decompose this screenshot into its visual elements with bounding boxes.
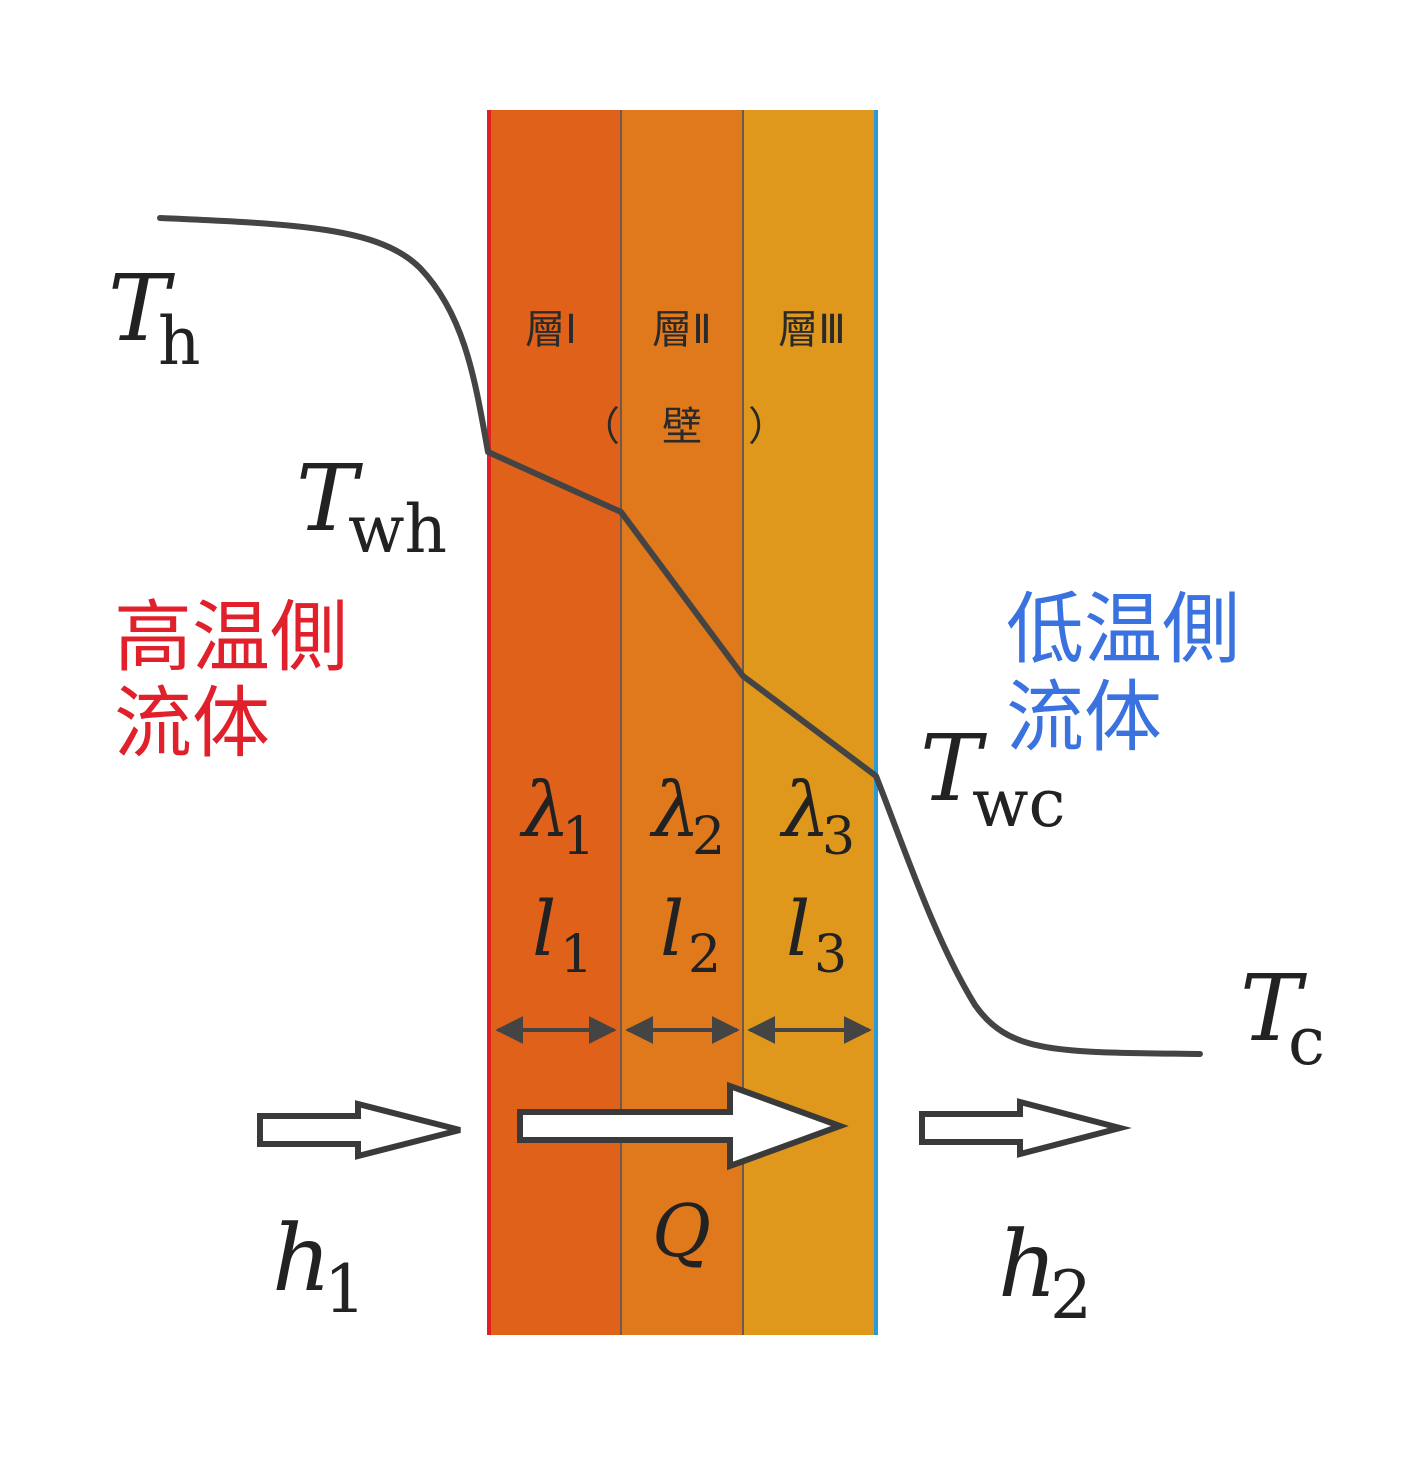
svg-text:h: h (158, 303, 201, 380)
label-T-c: T c (1240, 955, 1325, 1080)
label-T-wh: T wh (296, 445, 447, 568)
svg-text:T: T (920, 715, 987, 822)
heat-flow-arrow-wall (517, 1081, 849, 1171)
svg-text:高温側: 高温側 (114, 593, 348, 683)
temperature-profile-curve (157, 215, 1203, 1057)
svg-text:1: 1 (324, 1251, 366, 1328)
svg-text:l: l (532, 884, 556, 973)
heat-flow-arrow-hot-side (257, 1100, 461, 1160)
svg-text:T: T (108, 255, 175, 362)
svg-text:h: h (272, 1205, 331, 1312)
svg-text:2: 2 (692, 807, 725, 867)
label-T-h: T h (108, 255, 201, 380)
svg-text:2: 2 (688, 925, 721, 985)
wall (487, 110, 878, 1335)
layer-3-label: 層Ⅲ (778, 307, 846, 353)
wall-label: 壁 (662, 404, 702, 450)
wall-label-open-paren: （ (580, 404, 620, 450)
svg-text:h: h (998, 1211, 1057, 1318)
svg-text:λ: λ (649, 765, 700, 854)
svg-text:T: T (1240, 955, 1307, 1062)
lambda-2-label: λ 2 (649, 765, 725, 867)
label-h1: h 1 (272, 1205, 366, 1328)
lambda-1-label: λ 1 (519, 765, 595, 867)
svg-text:3: 3 (822, 807, 855, 867)
layer-1-band (488, 110, 621, 1335)
svg-text:l: l (660, 884, 684, 973)
l-1-label: l 1 (532, 884, 593, 985)
svg-text:3: 3 (814, 925, 847, 985)
svg-text:流体: 流体 (1006, 673, 1162, 763)
layer-1-label: 層Ⅰ (525, 307, 577, 353)
label-T-wc: T wc (920, 715, 1065, 842)
label-Q: Q (652, 1189, 711, 1273)
svg-text:c: c (1288, 1003, 1325, 1080)
svg-text:λ: λ (779, 765, 830, 854)
lambda-3-label: λ 3 (779, 765, 855, 867)
svg-text:低温側: 低温側 (1006, 585, 1240, 675)
layer-2-band (621, 110, 743, 1335)
l-2-label: l 2 (660, 884, 721, 985)
svg-text:T: T (296, 445, 363, 552)
wall-label-close-paren: ） (748, 404, 788, 450)
svg-text:l: l (786, 884, 810, 973)
l-3-label: l 3 (786, 884, 847, 985)
svg-text:λ: λ (519, 765, 570, 854)
svg-text:1: 1 (562, 807, 595, 867)
layer-2-label: 層Ⅱ (652, 307, 712, 353)
svg-text:wc: wc (972, 765, 1065, 842)
svg-text:流体: 流体 (114, 679, 270, 769)
cold-fluid-label: 低温側 流体 (1006, 585, 1240, 763)
svg-text:1: 1 (560, 925, 593, 985)
svg-text:2: 2 (1050, 1257, 1092, 1334)
label-h2: h 2 (998, 1211, 1092, 1334)
svg-text:wh: wh (348, 491, 447, 568)
heat-flow-arrow-cold-side (919, 1098, 1132, 1158)
hot-fluid-label: 高温側 流体 (114, 593, 348, 769)
